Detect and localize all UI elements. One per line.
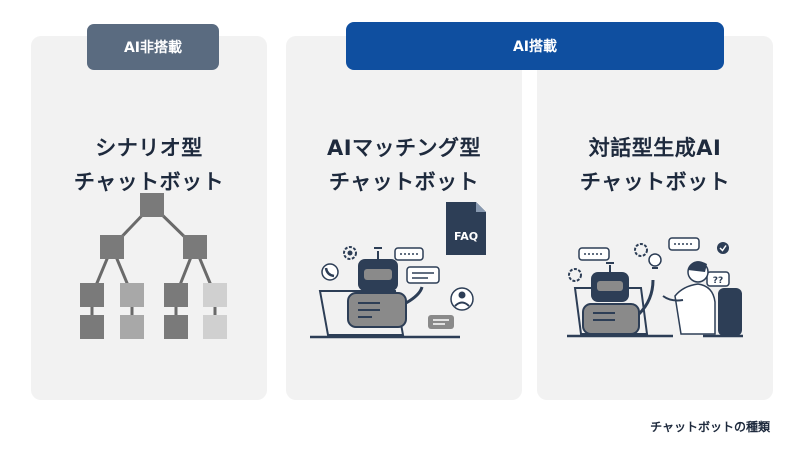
faq-document-label: FAQ — [454, 230, 478, 243]
card-title-line1: シナリオ型 — [95, 136, 203, 160]
card-title: 対話型生成AI チャットボット — [537, 131, 773, 199]
card-title-line2: チャットボット — [328, 170, 480, 194]
figure-caption: チャットボットの種類 — [650, 420, 770, 434]
badge-ai: AI搭載 — [346, 22, 724, 70]
card-generative-ai: 対話型生成AI チャットボット — [537, 36, 773, 400]
card-title-line2: チャットボット — [579, 170, 731, 194]
robot-conversing-with-person-icon: ?? — [567, 237, 743, 338]
decision-tree-icon — [80, 193, 227, 339]
card-scenario: シナリオ型 チャットボット — [31, 36, 267, 400]
question-bubble-text: ?? — [713, 276, 723, 286]
badge-non-ai: AI非搭載 — [87, 24, 219, 70]
card-title-line2: チャットボット — [73, 170, 225, 194]
card-title: シナリオ型 チャットボット — [31, 131, 267, 199]
card-title-line1: 対話型生成AI — [588, 136, 722, 160]
card-title-line1: AIマッチング型 — [326, 136, 482, 160]
card-title: AIマッチング型 チャットボット — [286, 131, 522, 199]
robot-faq-laptop-icon: FAQ — [310, 202, 486, 339]
